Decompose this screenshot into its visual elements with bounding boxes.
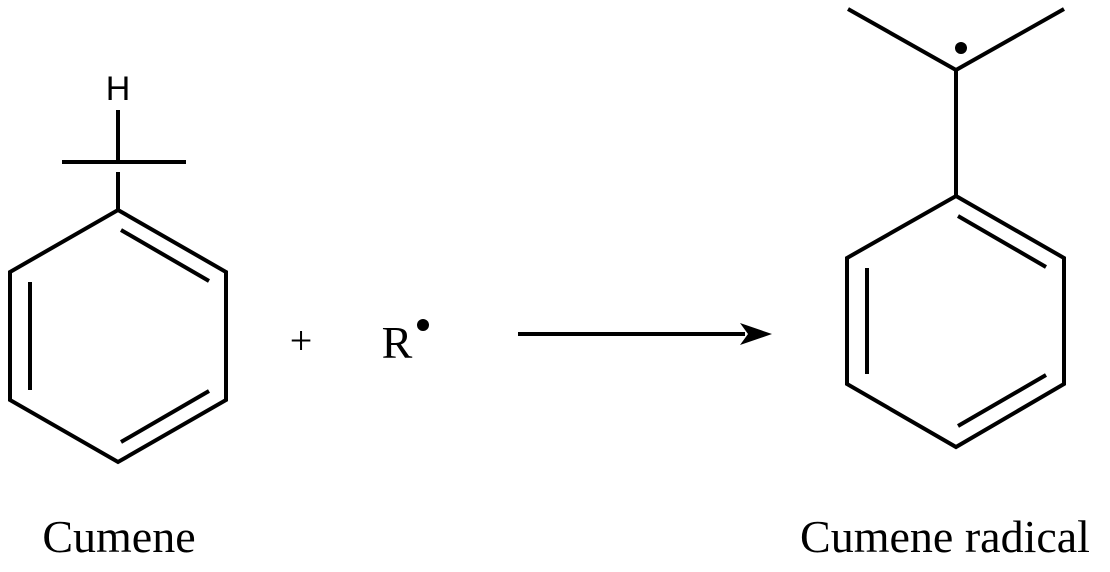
reagent-symbol: R [382,317,413,368]
reaction-arrow-head [740,323,772,345]
cumene-hydrogen-label: H [106,70,131,108]
radical-benzene-ring [845,193,1066,450]
cumene-double-bond-1 [119,228,211,283]
reactant-caption: Cumene [42,511,195,562]
reaction-arrow [518,323,772,345]
cumene-double-bond-3 [119,389,211,444]
cumene-structure: H [8,70,228,465]
plus-sign: + [290,318,313,363]
radical-reagent: R [382,317,429,368]
reagent-radical-dot [417,319,429,331]
radical-methyl-bond-left [847,7,957,72]
radical-double-bond-3 [956,373,1048,428]
radical-methyl-bond-right [955,7,1065,72]
product-radical-dot [955,42,967,54]
radical-double-bond-1 [956,214,1048,269]
cumene-benzene-ring [8,207,228,465]
product-caption: Cumene radical [800,511,1090,562]
cumene-radical-structure [845,7,1066,450]
